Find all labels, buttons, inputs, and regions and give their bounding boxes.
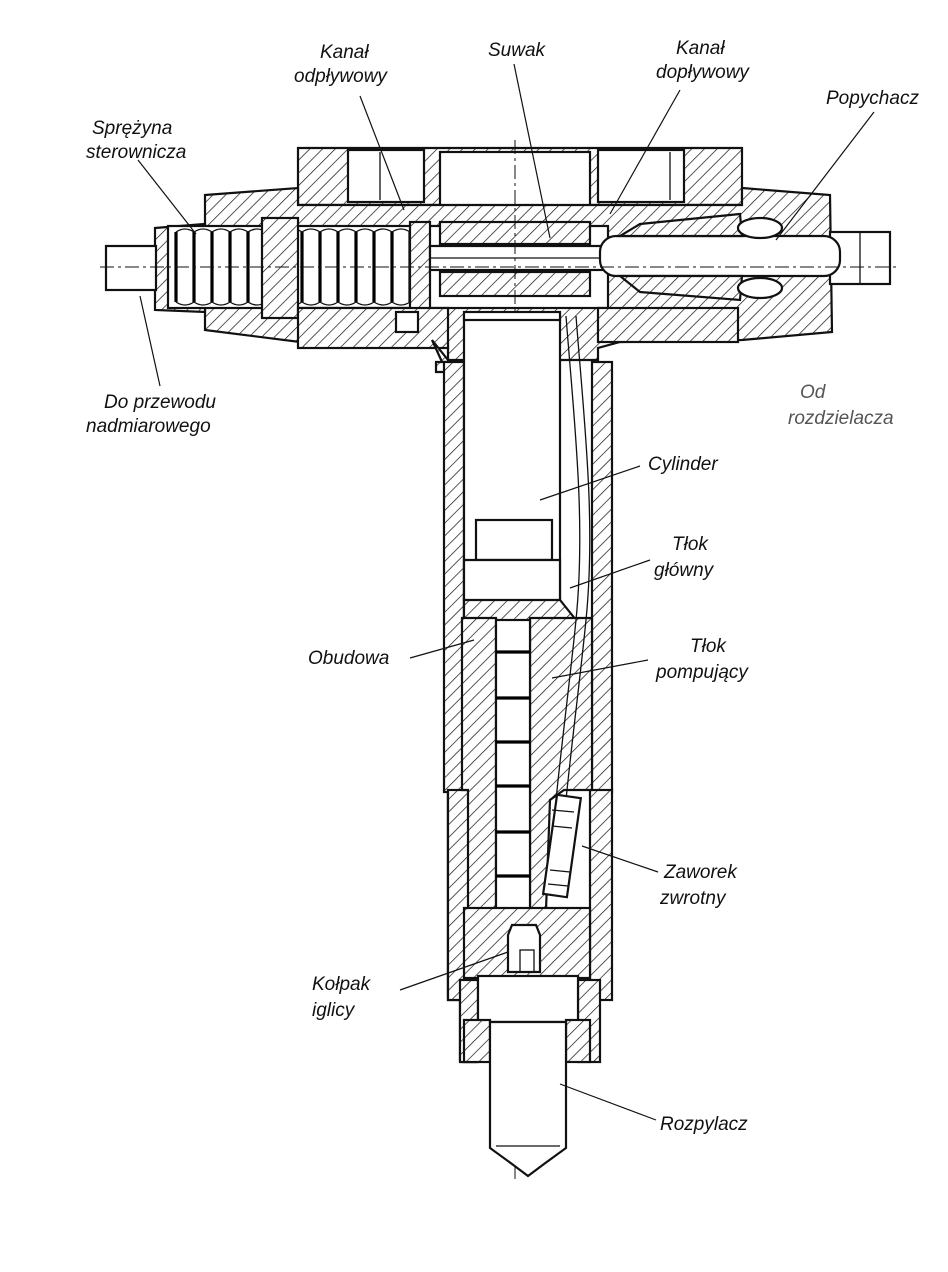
label-kanal-doplywowy-1: Kanał: [676, 38, 725, 59]
check-valve: [541, 793, 583, 899]
leader-lines: [137, 63, 875, 1121]
label-kanal-odplywowy-1: Kanał: [320, 42, 369, 63]
nozzle: [488, 1020, 568, 1178]
needle-cap: [506, 923, 542, 974]
labels: Sprężyna sterownicza Kanał odpływowy Suw…: [86, 38, 919, 1135]
pumping-piston: [494, 618, 532, 912]
label-cylinder: Cylinder: [648, 454, 718, 475]
pushrod: [598, 212, 842, 302]
injector-body: [430, 310, 614, 1178]
label-sprezyna-1: Sprężyna: [92, 118, 172, 139]
label-od-rozdzielacza-2: rozdzielacza: [788, 408, 894, 429]
label-rozpylacz: Rozpylacz: [660, 1114, 748, 1135]
label-sprezyna-2: sterownicza: [86, 142, 186, 163]
label-tlok-pompujacy-1: Tłok: [690, 636, 727, 657]
label-obudowa: Obudowa: [308, 648, 389, 669]
label-zaworek-1: Zaworek: [663, 862, 738, 883]
label-popychacz: Popychacz: [826, 88, 919, 109]
label-kolpak-1: Kołpak: [312, 974, 372, 995]
label-od-rozdzielacza-1: Od: [800, 382, 827, 403]
label-kanal-odplywowy-2: odpływowy: [294, 66, 388, 87]
label-do-przewodu-2: nadmiarowego: [86, 416, 211, 437]
label-suwak: Suwak: [488, 40, 547, 61]
label-kolpak-2: iglicy: [312, 1000, 356, 1021]
label-tlok-pompujacy-2: pompujący: [655, 662, 749, 683]
slider-valve: [428, 220, 612, 298]
label-tlok-glowny-2: główny: [654, 560, 715, 581]
main-piston: [462, 518, 578, 624]
label-tlok-glowny-1: Tłok: [672, 534, 709, 555]
label-kanal-doplywowy-2: dopływowy: [656, 62, 750, 83]
label-zaworek-2: zwrotny: [659, 888, 727, 909]
label-do-przewodu-1: Do przewodu: [104, 392, 216, 413]
